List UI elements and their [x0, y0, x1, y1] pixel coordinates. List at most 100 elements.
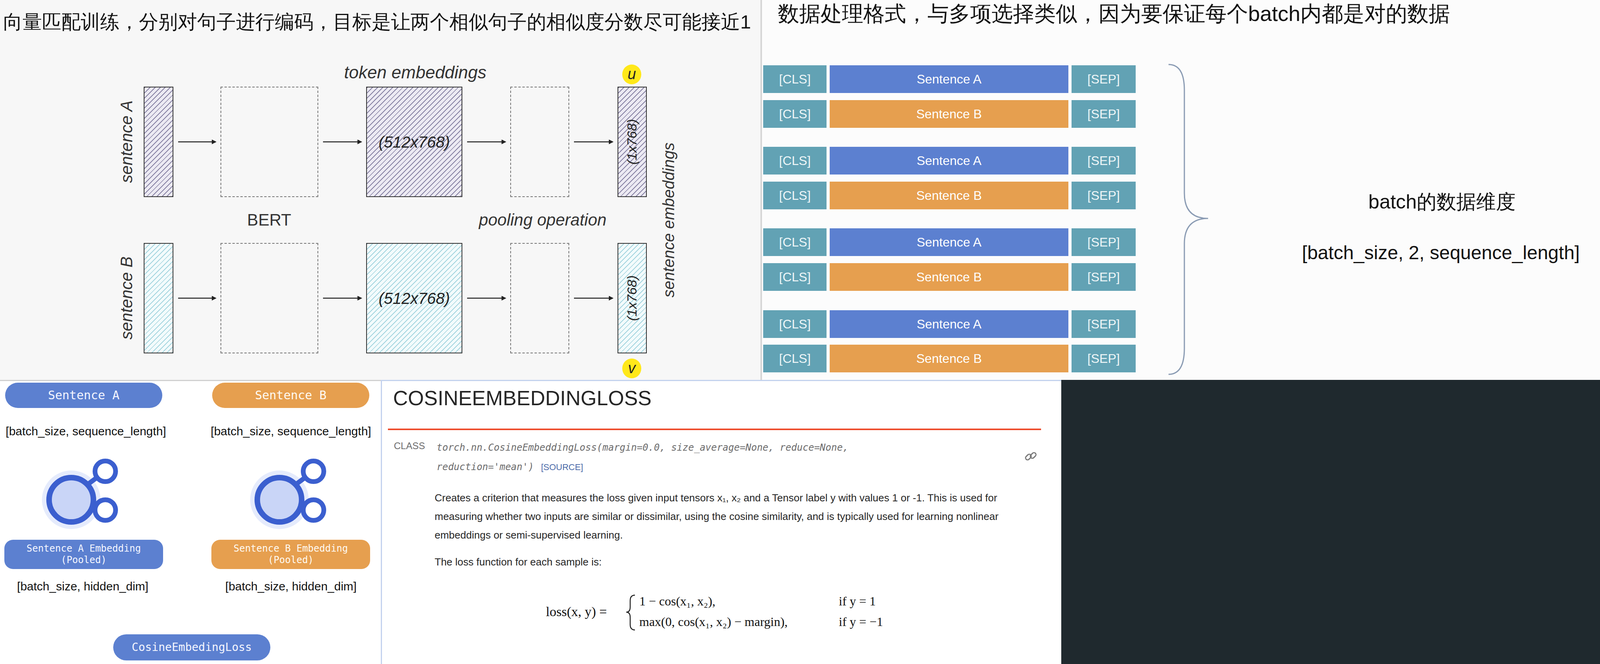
flow-arrow [178, 141, 216, 143]
signature-line: torch.nn.CosineEmbeddingLoss(margin=0.0,… [436, 438, 880, 478]
class-tag: CLASS [393, 440, 426, 453]
sep-token: [SEP] [1071, 65, 1136, 94]
sep-token: [SEP] [1071, 344, 1136, 373]
sep-token: [SEP] [1071, 310, 1136, 339]
input-token-bar [143, 86, 174, 198]
flow-arrow [573, 297, 613, 299]
sentence-segment: Sentence B [829, 263, 1069, 291]
cls-token: [CLS] [763, 146, 827, 175]
doc-paragraph: Creates a criterion that measures the lo… [434, 488, 1045, 545]
bert-encoder-box [220, 86, 319, 198]
class-signature: torch.nn.CosineEmbeddingLoss(margin=0.0,… [436, 442, 849, 473]
vector-size-label: (1x768) [624, 275, 641, 322]
sep-token: [SEP] [1071, 146, 1136, 175]
sentence-segment: Sentence B [829, 344, 1069, 373]
node-text: Sentence B [916, 106, 982, 122]
cls-token: [CLS] [763, 263, 827, 291]
node-text: u [627, 65, 636, 84]
node-text: [CLS] [779, 106, 811, 122]
sep-token: [SEP] [1071, 228, 1136, 257]
vector-marker: v [622, 358, 642, 379]
dimension-value: [batch_size, 2, sequence_length] [1301, 241, 1580, 265]
node-text: [SEP] [1087, 234, 1120, 250]
shape-label: [batch_size, sequence_length] [210, 424, 371, 439]
node-text: [CLS] [779, 188, 811, 204]
sentence-segment: Sentence A [829, 310, 1069, 339]
node-text: [SEP] [1087, 71, 1120, 87]
cls-token: [CLS] [763, 181, 827, 210]
sentence-segment: Sentence B [829, 181, 1069, 210]
flow-arrow [467, 297, 506, 299]
sep-token: [SEP] [1071, 100, 1136, 128]
node-text: [SEP] [1087, 106, 1120, 122]
sentence-embedding-vector: (1x768) [617, 86, 647, 198]
panel-background [1061, 380, 1600, 664]
sentence-segment: Sentence A [829, 65, 1069, 94]
shape-label: [batch_size, hidden_dim] [17, 579, 149, 594]
node-text: [CLS] [779, 234, 811, 250]
doc-title: COSINEEMBEDDINGLOSS [393, 385, 652, 411]
sentence-pill: Sentence A [5, 382, 163, 409]
loss-pill: CosineEmbedingLoss [113, 634, 271, 661]
node-text: CosineEmbedingLoss [131, 640, 252, 655]
flow-arrow [323, 297, 362, 299]
formula-term: 1 − cos(x₁, x₂), [639, 593, 716, 609]
node-text: v [628, 359, 636, 378]
doc-rule [387, 428, 1042, 431]
sentence-segment: Sentence A [829, 146, 1069, 175]
node-text: [CLS] [779, 316, 811, 332]
batch-brace [1168, 64, 1209, 375]
formula-term: max(0, cos(x₁, x₂) − margin), [639, 614, 788, 630]
node-text: [SEP] [1087, 153, 1120, 169]
node-text: Sentence B [916, 351, 982, 367]
cls-token: [CLS] [763, 100, 827, 128]
node-text: Sentence A [47, 388, 120, 403]
node-text: [CLS] [779, 351, 811, 367]
node-text: Sentence B [254, 388, 327, 403]
flow-arrow [323, 141, 362, 143]
token-embedding-matrix: (512x768) [366, 86, 463, 198]
embedding-pill: Sentence B Embedding (Pooled) [211, 539, 371, 570]
flow-arrow [467, 141, 506, 143]
input-token-bar [143, 243, 174, 354]
node-text: [CLS] [779, 153, 811, 169]
token-embedding-matrix: (512x768) [366, 243, 463, 354]
cls-token: [CLS] [763, 344, 827, 373]
node-text: [SEP] [1087, 269, 1120, 285]
panel-heading: 数据处理格式，与多项选择类似，因为要保证每个batch内都是对的数据 [777, 0, 1450, 27]
embedding-icon [41, 461, 116, 530]
panel-heading: 向量匹配训练，分别对句子进行编码，目标是让两个相似句子的相似度分数尽可能接近1 [3, 10, 751, 34]
node-text: [CLS] [779, 269, 811, 285]
link-icon [1024, 452, 1037, 461]
node-text: Sentence A Embedding (Pooled) [17, 543, 150, 567]
cls-token: [CLS] [763, 65, 827, 94]
flow-arrow [178, 297, 216, 299]
sep-token: [SEP] [1071, 181, 1136, 210]
doc-sentence: The loss function for each sample is: [434, 556, 602, 569]
vector-size-label: (1x768) [624, 119, 641, 165]
node-text: (512x768) [378, 288, 450, 308]
embedding-pill: Sentence A Embedding (Pooled) [4, 539, 164, 570]
pooling-box [510, 86, 570, 198]
bert-encoder-box [220, 243, 319, 354]
stage-label: pooling operation [478, 210, 607, 230]
vector-marker: u [622, 64, 642, 85]
sentence-segment: Sentence B [829, 100, 1069, 128]
shape-label: [batch_size, hidden_dim] [225, 579, 357, 594]
sentence-segment: Sentence A [829, 228, 1069, 257]
flow-arrow [573, 141, 613, 143]
node-text: Sentence B [916, 188, 982, 204]
node-text: Sentence A [916, 71, 982, 87]
node-text: Sentence A [916, 316, 982, 332]
node-text: (512x768) [378, 132, 450, 152]
cls-token: [CLS] [763, 310, 827, 339]
node-text: [CLS] [779, 71, 811, 87]
formula-brace [626, 595, 635, 631]
source-link: [SOURCE] [541, 462, 584, 473]
dimension-caption: batch的数据维度 [1368, 190, 1516, 214]
row-label: sentence A [116, 100, 137, 184]
axis-label: sentence embeddings [659, 142, 679, 298]
formula-condition: if y = 1 [838, 593, 877, 609]
sentence-pill: Sentence B [212, 382, 370, 409]
